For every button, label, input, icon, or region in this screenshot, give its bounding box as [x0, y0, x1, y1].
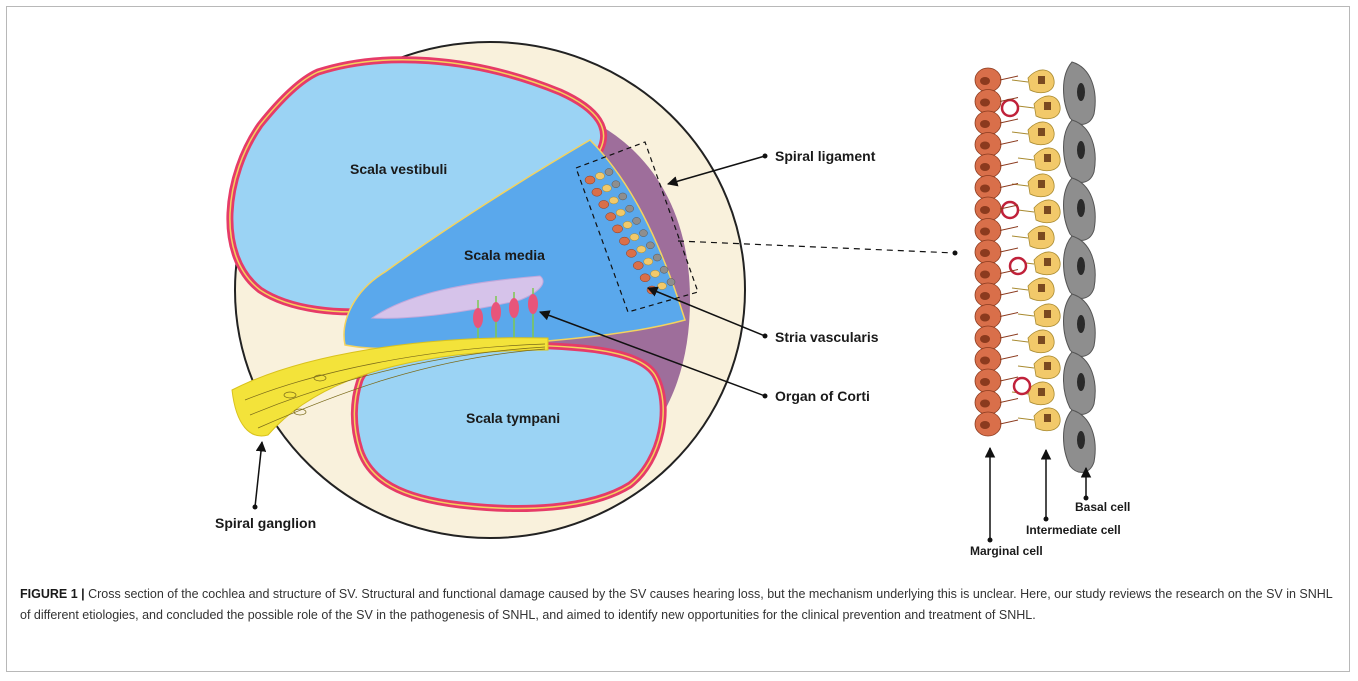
basal-cell: [1064, 178, 1096, 240]
scala-tympani: [354, 345, 663, 508]
spiral-ganglion-label: Spiral ganglion: [215, 515, 316, 531]
caption-text: Cross section of the cochlea and structu…: [20, 587, 1332, 622]
intermediate-cell: [1018, 96, 1060, 119]
basal-cell: [1064, 294, 1096, 356]
scala-vestibuli-label: Scala vestibuli: [350, 161, 447, 177]
basal-cell: [1064, 120, 1096, 182]
figure-caption: FIGURE 1 | Cross section of the cochlea …: [20, 584, 1338, 626]
marginal-cell: [975, 283, 1018, 307]
marginal-cell: [975, 219, 1018, 243]
marginal-cell: [975, 176, 1018, 200]
intermediate-cell: [1012, 70, 1054, 93]
stria-vascularis-enlarged: [975, 62, 1095, 472]
intermediate-cell: [1018, 148, 1060, 171]
intermediate-cell-pointer: [1044, 450, 1049, 522]
marginal-cell-layer: [975, 68, 1018, 436]
marginal-cell: [975, 369, 1018, 393]
basal-cell-pointer: [1084, 468, 1089, 501]
basal-cell: [1064, 236, 1096, 298]
marginal-cell: [975, 391, 1018, 415]
intermediate-cell: [1012, 226, 1054, 249]
intermediate-cell: [1012, 278, 1054, 301]
marginal-cell: [975, 348, 1018, 372]
cochlea-diagram: Scala vestibuli Scala media Scala tympan…: [0, 0, 1358, 580]
organ-of-corti-label: Organ of Corti: [775, 388, 870, 404]
basal-cell: [1064, 410, 1096, 472]
intermediate-cell-layer: [1002, 70, 1060, 431]
basal-cell: [1064, 62, 1096, 124]
basal-cell: [1064, 352, 1096, 414]
capillary: [1010, 258, 1026, 274]
marginal-cell-pointer: [988, 448, 993, 543]
capillary: [1002, 100, 1018, 116]
marginal-cell: [975, 305, 1018, 329]
marginal-cell: [975, 68, 1018, 92]
intermediate-cell: [1012, 330, 1054, 353]
basal-cell-label: Basal cell: [1075, 500, 1130, 514]
marginal-cell: [975, 154, 1018, 178]
scala-media-label: Scala media: [464, 247, 545, 263]
stria-vascularis-label: Stria vascularis: [775, 329, 879, 345]
intermediate-cell-label: Intermediate cell: [1026, 523, 1121, 537]
intermediate-cell: [1018, 356, 1060, 379]
marginal-cell: [975, 133, 1018, 157]
intermediate-cell: [1018, 304, 1060, 327]
capillary: [1014, 378, 1030, 394]
marginal-cell: [975, 412, 1018, 436]
basal-cell-layer: [1064, 62, 1096, 472]
marginal-cell-label: Marginal cell: [970, 544, 1043, 558]
marginal-cell: [975, 326, 1018, 350]
intermediate-cell: [1012, 122, 1054, 145]
scala-tympani-label: Scala tympani: [466, 410, 560, 426]
spiral-ligament-label: Spiral ligament: [775, 148, 876, 164]
figure-label: FIGURE 1 |: [20, 587, 85, 601]
capillary: [1002, 202, 1018, 218]
intermediate-cell: [1012, 174, 1054, 197]
spiral-ganglion-pointer: [253, 442, 263, 510]
intermediate-cell: [1018, 408, 1060, 431]
intermediate-cell: [1018, 200, 1060, 223]
